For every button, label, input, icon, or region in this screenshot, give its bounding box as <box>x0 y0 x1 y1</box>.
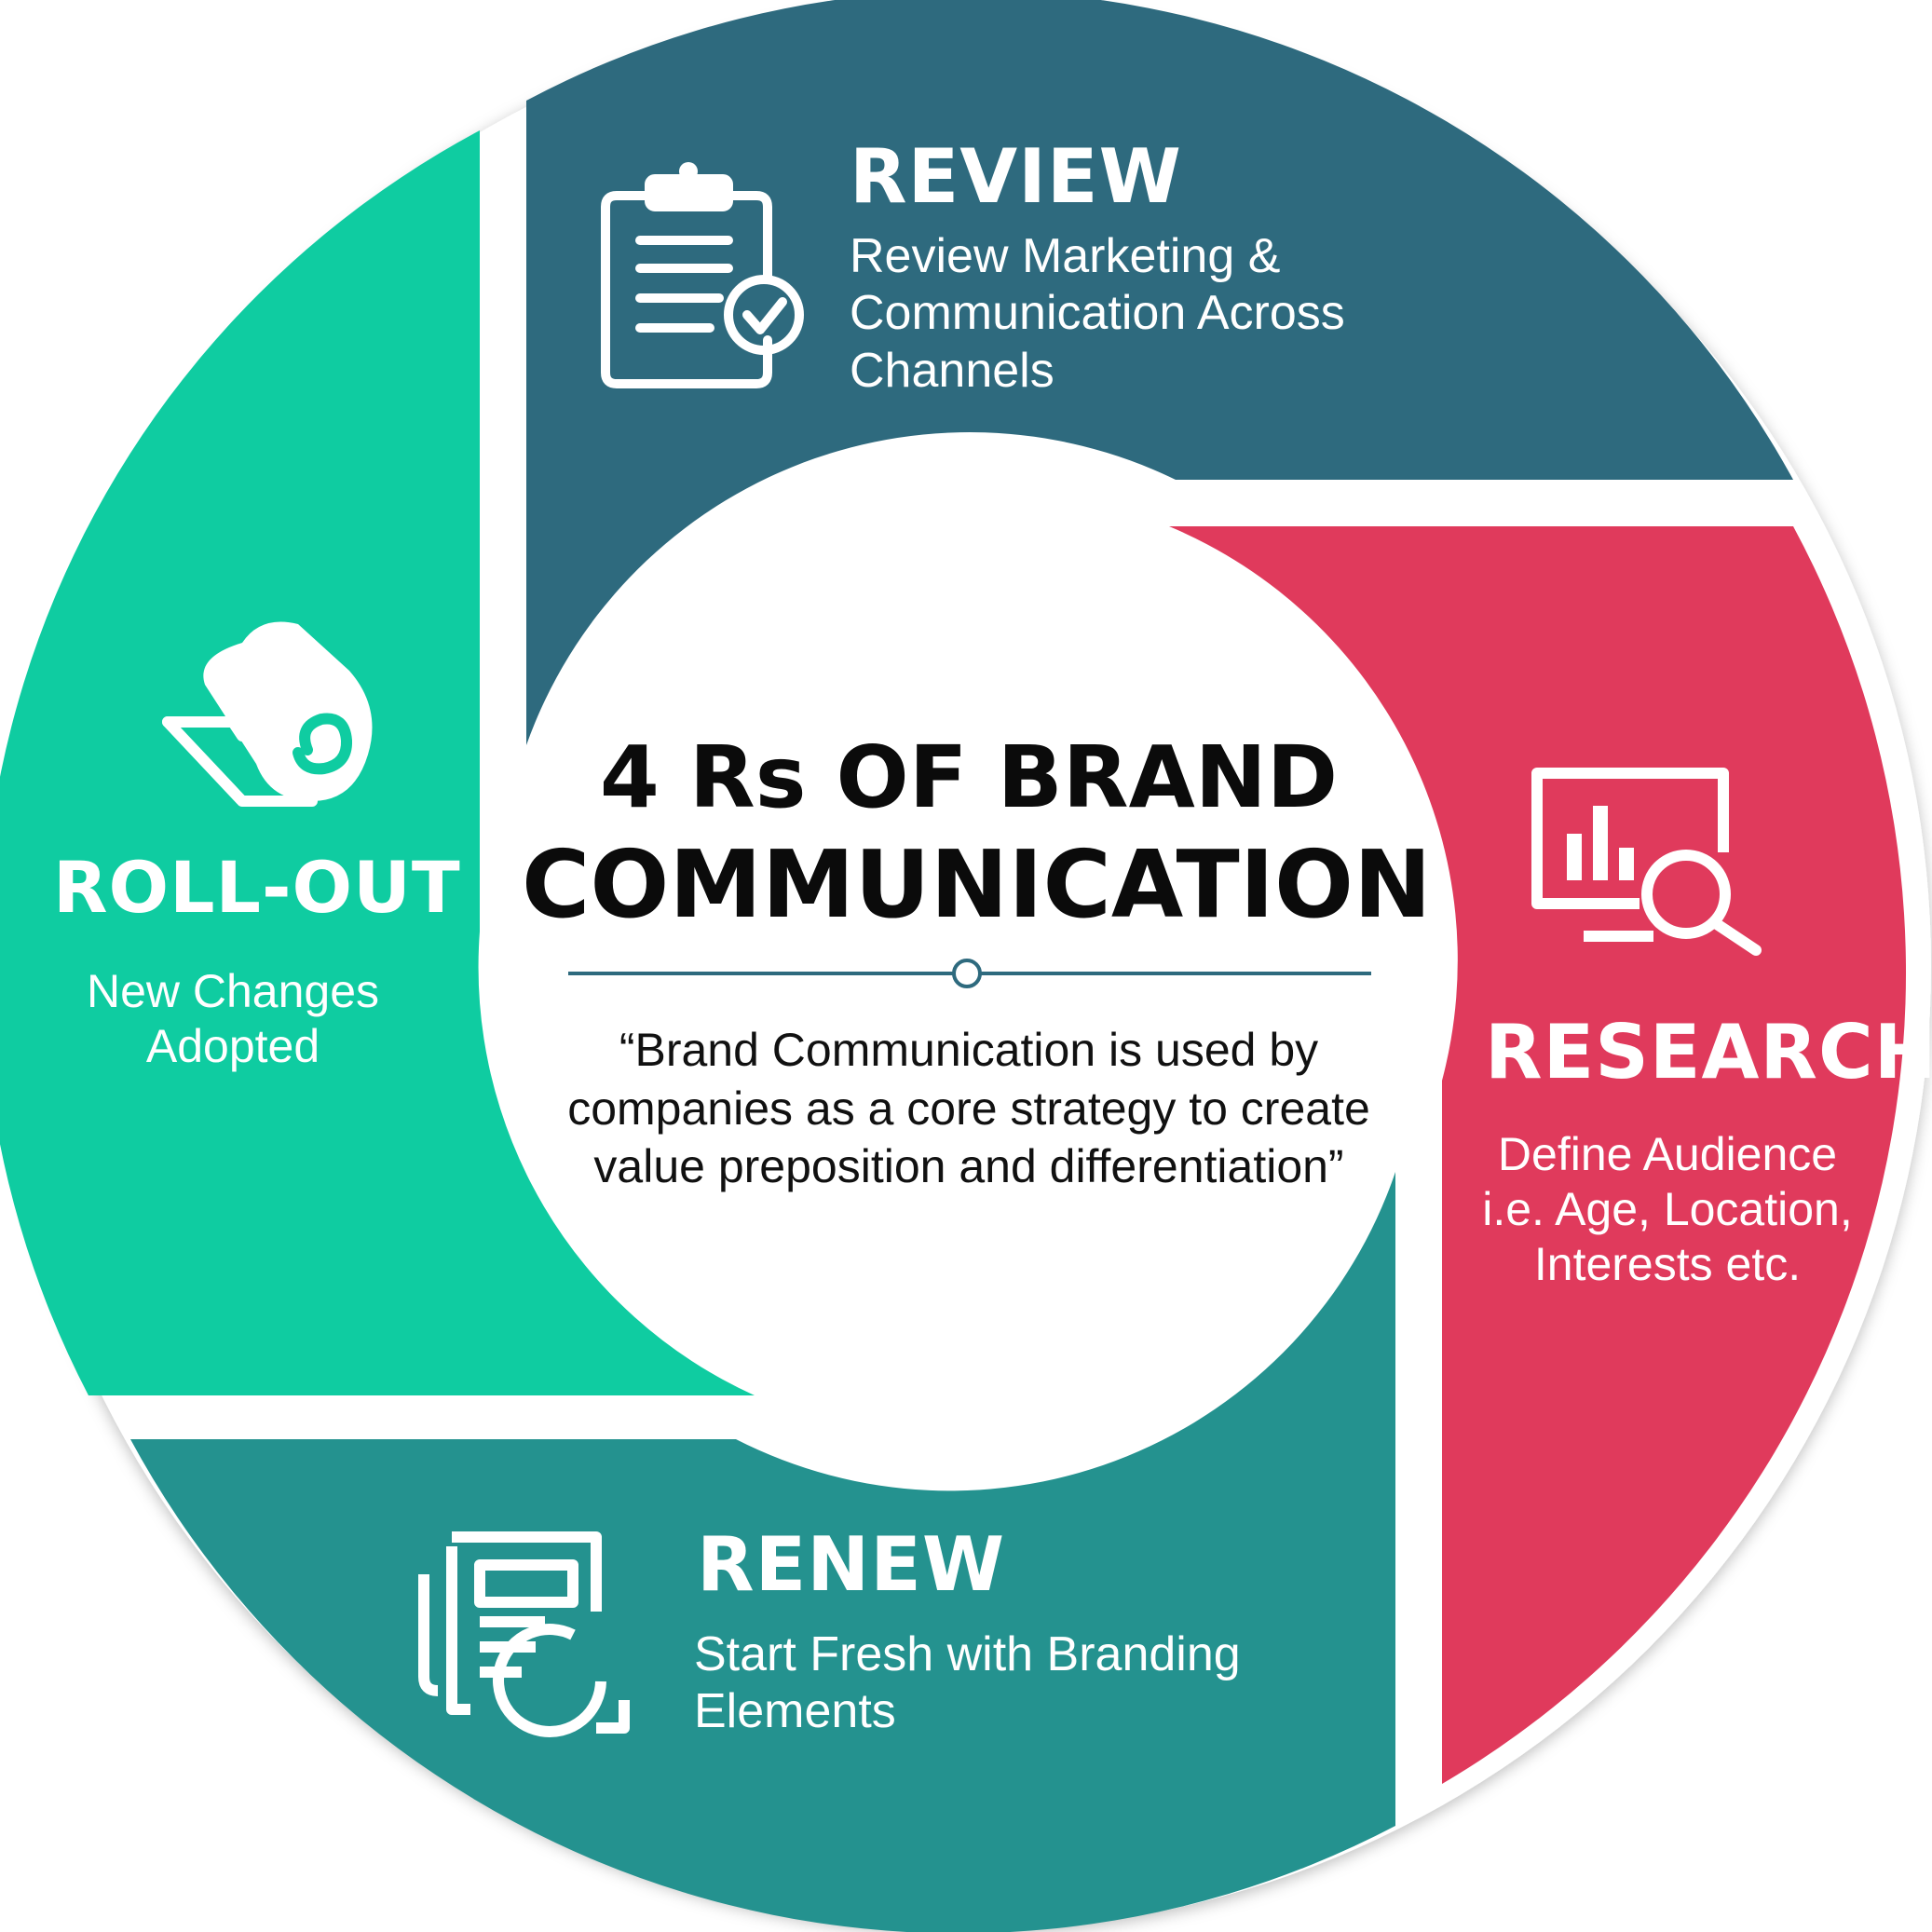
review-description: Review Marketing & Communication Across … <box>850 229 1345 398</box>
title-line-1: 4 Rs OF BRAND <box>599 728 1339 827</box>
monitor-chart-search-icon <box>1531 768 1762 956</box>
renew-description: Start Fresh with Branding Elements <box>694 1627 1241 1739</box>
research-description: Define Audience i.e. Age, Location, Inte… <box>1482 1128 1853 1290</box>
rollout-heading: ROLL-OUT <box>53 846 461 929</box>
segment-review[interactable] <box>526 0 1793 745</box>
documents-refresh-icon <box>418 1531 630 1737</box>
center-quote: “Brand Communication is used by companie… <box>567 1024 1370 1192</box>
rollout-description: New Changes Adopted <box>86 965 380 1072</box>
carpet-roll-icon <box>162 621 373 807</box>
renew-heading: RENEW <box>697 1521 1006 1608</box>
title-divider <box>568 959 1371 988</box>
segment-renew[interactable] <box>130 1172 1395 1932</box>
research-heading: RESEARCH <box>1485 1009 1932 1095</box>
diagram-title: 4 Rs OF BRAND COMMUNICATION <box>522 727 1432 941</box>
clipboard-check-icon <box>601 162 804 388</box>
title-line-2: COMMUNICATION <box>522 830 1432 940</box>
review-heading: REVIEW <box>850 133 1182 220</box>
segment-rollout[interactable] <box>0 130 755 1395</box>
